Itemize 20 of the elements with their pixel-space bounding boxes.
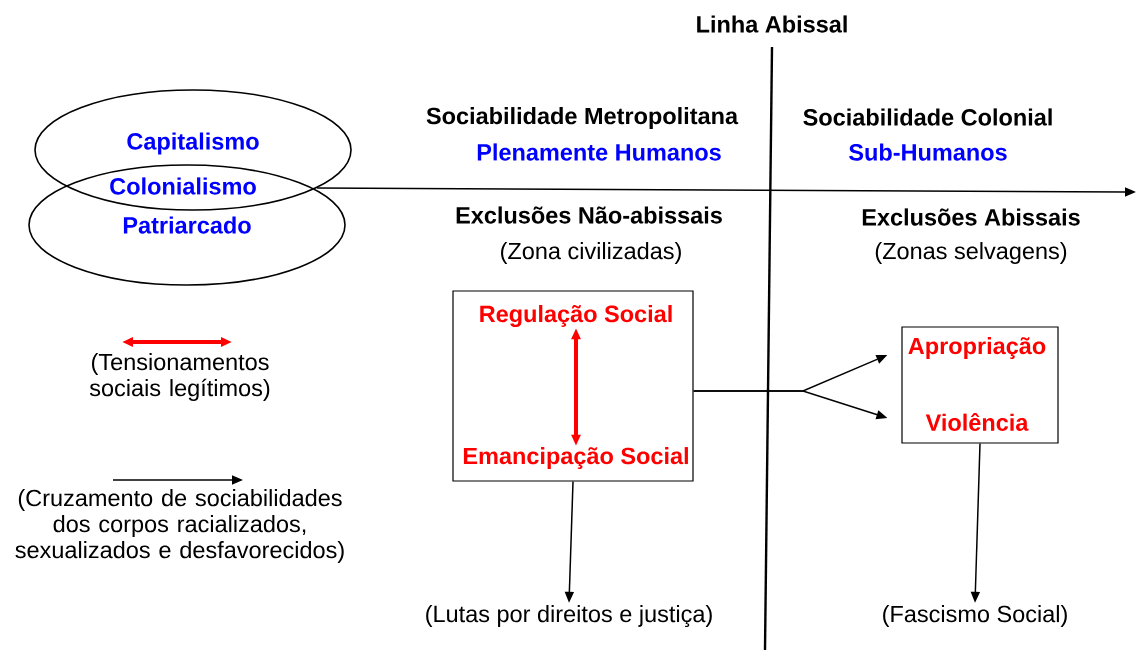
- zone-subtitle: Plenamente Humanos: [477, 143, 721, 161]
- axis-title: Linha Abissal: [697, 15, 847, 33]
- box: [452, 290, 694, 482]
- overlap-label: Colonialismo: [110, 177, 256, 195]
- outcome-text: (Fascismo Social): [883, 605, 1067, 627]
- box-text: Emancipação Social: [463, 447, 688, 469]
- box-text: Apropriação: [908, 337, 1046, 359]
- zone-heading: Sociabilidade Colonial: [803, 108, 1052, 126]
- zone-note: (Zona civilizadas): [501, 242, 681, 264]
- box-text: Violência: [925, 413, 1029, 431]
- legend-text: (Tensionamentos sociais legítimos): [89, 353, 270, 401]
- outcome-text: (Lutas por direitos e justiça): [426, 605, 712, 627]
- box-text: Regulação Social: [480, 305, 672, 327]
- zone-heading: Exclusões Não-abissais: [456, 206, 722, 224]
- zone-note: (Zonas selvagens): [875, 242, 1067, 264]
- box: [901, 326, 1059, 444]
- legend-text: (Cruzamento de sociabilidades dos corpos racializados, sexualizados e desfavorecidos): [15, 489, 344, 563]
- zone-heading: Exclusões Abissais: [862, 208, 1080, 226]
- zone-heading: Sociabilidade Metropolitana: [426, 107, 739, 129]
- zone-subtitle: Sub-Humanos: [849, 143, 1007, 161]
